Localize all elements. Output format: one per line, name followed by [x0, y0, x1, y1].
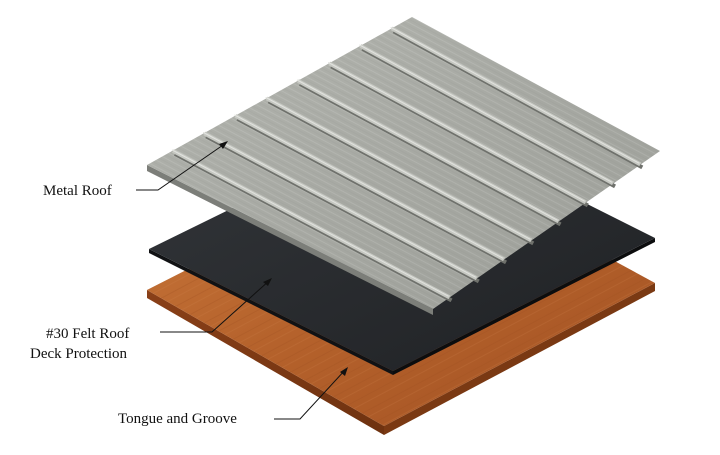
metal-rib-highlight — [359, 44, 613, 183]
metal-roof-ribs — [171, 26, 644, 303]
metal-sheet-brushing — [147, 17, 660, 309]
tongue-and-groove-label: Tongue and Groove — [118, 411, 237, 427]
felt-edge-right — [393, 238, 655, 375]
metal-roof-label: Metal Roof — [43, 183, 112, 199]
leader-arrowheads — [219, 141, 348, 376]
tongue-leader — [274, 368, 347, 420]
felt-edge — [149, 249, 393, 375]
metal-rib-highlight — [265, 96, 531, 240]
metal-rib-highlight — [234, 114, 504, 259]
metal-rib-highlight — [171, 149, 449, 297]
metal-roof-arrowhead — [219, 141, 228, 149]
wood-deck-edge-right — [384, 283, 655, 435]
metal-roof-layer — [147, 17, 660, 315]
tongue-arrowhead — [340, 367, 348, 376]
metal-rib-highlight — [202, 131, 477, 278]
felt-roof-label-line-1: #30 Felt Roof — [46, 326, 130, 342]
felt-roof-label-line-2: Deck Protection — [30, 346, 128, 362]
metal-sheet-edge — [147, 165, 433, 315]
metal-rib-highlight — [296, 79, 558, 221]
wood-deck-edge — [147, 290, 384, 435]
felt-leader — [160, 279, 271, 333]
metal-rib-highlight — [327, 61, 586, 202]
felt-arrowhead — [263, 278, 272, 286]
metal-rib-highlight — [390, 26, 640, 164]
metal-roof-leader — [136, 142, 227, 191]
leader-lines — [136, 142, 347, 420]
